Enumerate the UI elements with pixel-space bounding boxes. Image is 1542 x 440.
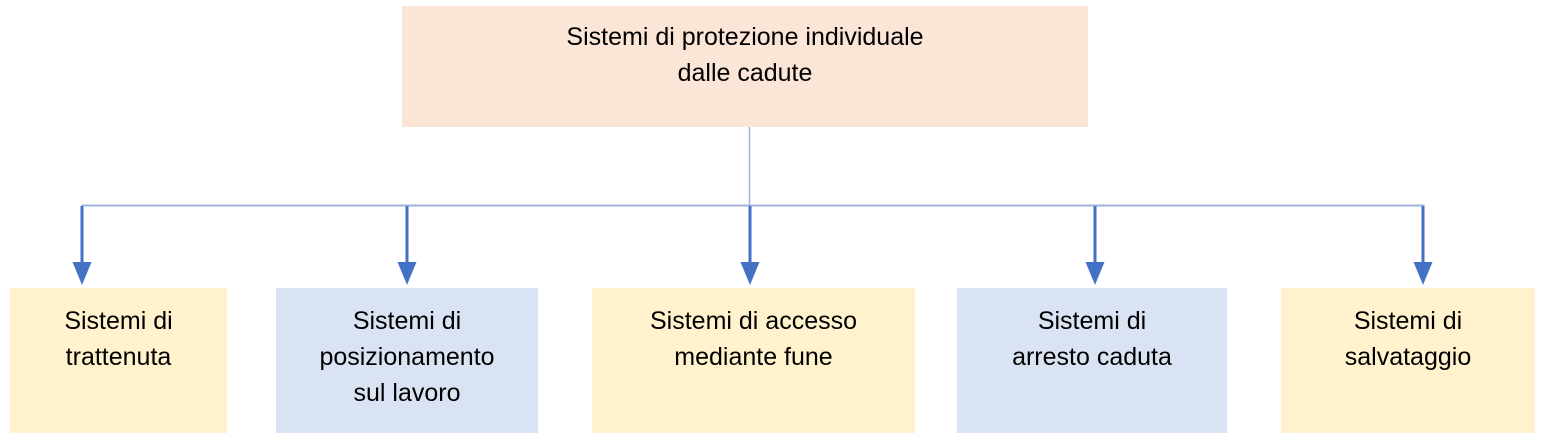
- arrow-connector-5: [1413, 206, 1433, 285]
- node-label-line: Sistemi di: [352, 307, 462, 335]
- node-sistemi-di-accesso-fune: Sistemi di accesso mediante fune: [592, 288, 915, 433]
- arrow-connector-2: [397, 206, 417, 285]
- node-label-line: Sistemi di protezione individuale: [566, 23, 924, 51]
- arrow-connector-1: [72, 206, 92, 285]
- node-label-line: salvataggio: [1344, 343, 1472, 371]
- node-sistemi-di-trattenuta: Sistemi di trattenuta: [10, 288, 227, 433]
- node-label-line: posizionamento: [319, 343, 495, 371]
- node-label-line: Sistemi di accesso: [649, 307, 858, 335]
- arrow-connector-3: [740, 206, 760, 285]
- node-label-line: Sistemi di: [1353, 307, 1463, 335]
- node-sistemi-di-arresto-caduta: Sistemi di arresto caduta: [957, 288, 1227, 433]
- arrow-connector-4: [1085, 206, 1105, 285]
- node-label-line: mediante fune: [674, 343, 833, 371]
- node-label-line: dalle cadute: [677, 59, 813, 87]
- node-label-line: arresto caduta: [1012, 343, 1172, 371]
- node-label-line: Sistemi di: [64, 307, 173, 335]
- node-root-sistemi-di-protezione: Sistemi di protezione individuale dalle …: [402, 6, 1088, 127]
- node-label-line: sul lavoro: [353, 379, 461, 407]
- node-label-line: Sistemi di: [1037, 307, 1147, 335]
- node-sistemi-di-salvataggio: Sistemi di salvataggio: [1281, 288, 1535, 433]
- node-sistemi-di-posizionamento: Sistemi di posizionamento sul lavoro: [276, 288, 538, 433]
- node-label-line: trattenuta: [65, 343, 172, 371]
